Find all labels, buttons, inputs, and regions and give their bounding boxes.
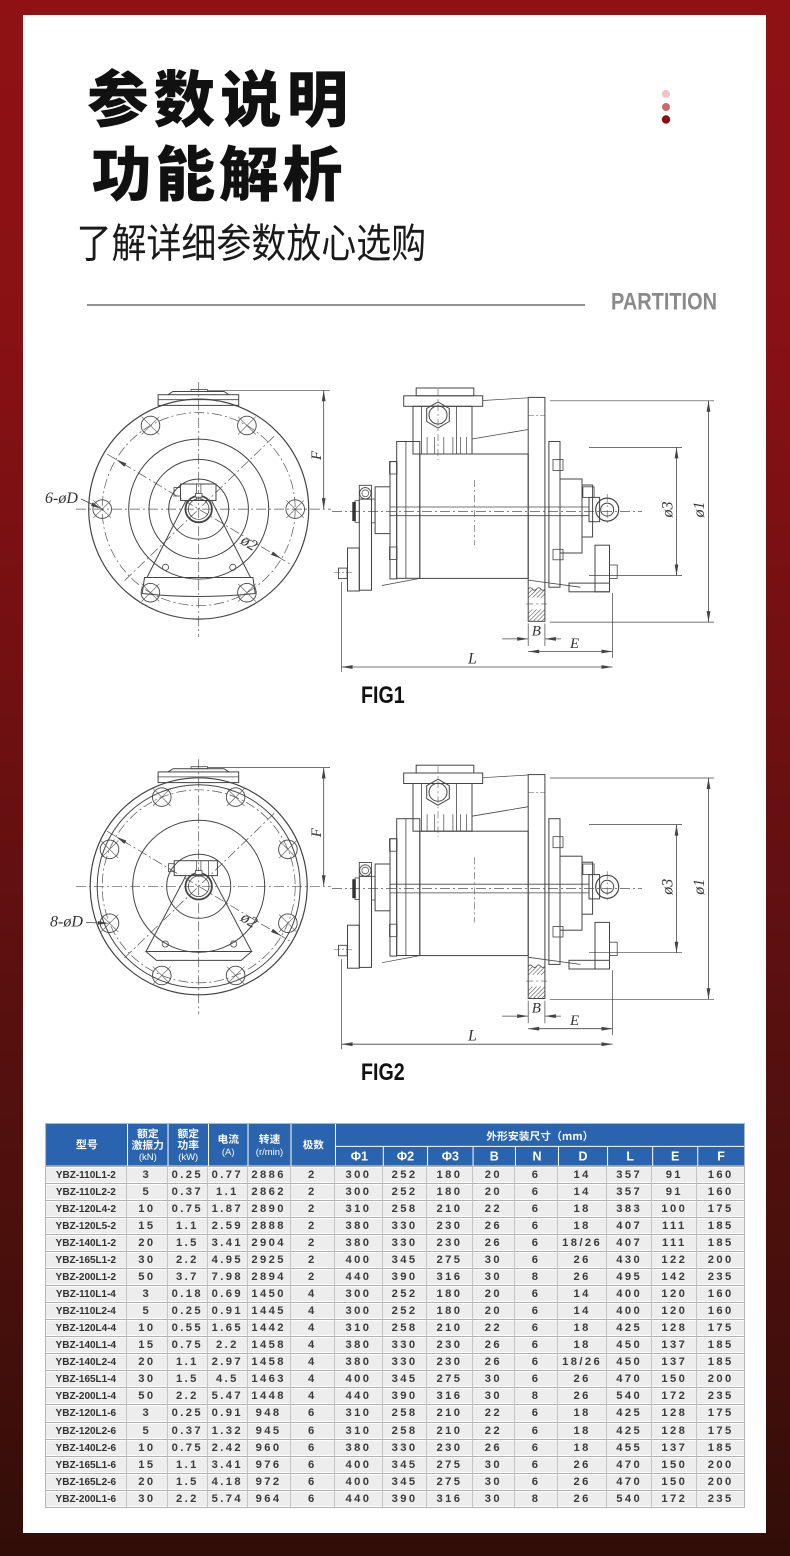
svg-text:E: E <box>671 1150 679 1164</box>
svg-text:B: B <box>532 1001 541 1017</box>
svg-text:ø1: ø1 <box>691 502 708 519</box>
svg-text:ø3: ø3 <box>660 879 677 896</box>
svg-text:B: B <box>489 1150 498 1164</box>
svg-text:Φ1: Φ1 <box>350 1150 367 1164</box>
svg-text:F: F <box>309 827 325 838</box>
svg-text:6-øD: 6-øD <box>45 490 78 507</box>
svg-text:F: F <box>717 1150 725 1164</box>
svg-text:Φ2: Φ2 <box>396 1150 413 1164</box>
svg-text:L: L <box>467 1028 477 1045</box>
svg-text:FIG1: FIG1 <box>361 681 405 708</box>
svg-text:(kN): (kN) <box>138 1152 156 1163</box>
svg-text:FIG2: FIG2 <box>361 1058 405 1085</box>
svg-text:Φ3: Φ3 <box>441 1150 458 1164</box>
svg-text:(r/min): (r/min) <box>255 1147 282 1158</box>
svg-text:F: F <box>309 450 325 461</box>
svg-text:N: N <box>532 1150 541 1164</box>
svg-text:ø2: ø2 <box>237 909 260 932</box>
svg-text:E: E <box>569 1013 579 1029</box>
svg-text:D: D <box>578 1150 587 1164</box>
svg-text:L: L <box>467 651 477 668</box>
svg-text:(kW): (kW) <box>178 1152 198 1163</box>
svg-text:PARTITION: PARTITION <box>611 288 717 315</box>
svg-text:E: E <box>569 636 579 652</box>
svg-text:(A): (A) <box>221 1147 234 1158</box>
svg-text:8-øD: 8-øD <box>50 914 83 931</box>
svg-text:L: L <box>626 1150 634 1164</box>
svg-text:ø1: ø1 <box>691 879 708 896</box>
svg-text:B: B <box>532 624 541 640</box>
svg-text:ø2: ø2 <box>237 531 260 554</box>
svg-text:ø3: ø3 <box>660 502 677 519</box>
